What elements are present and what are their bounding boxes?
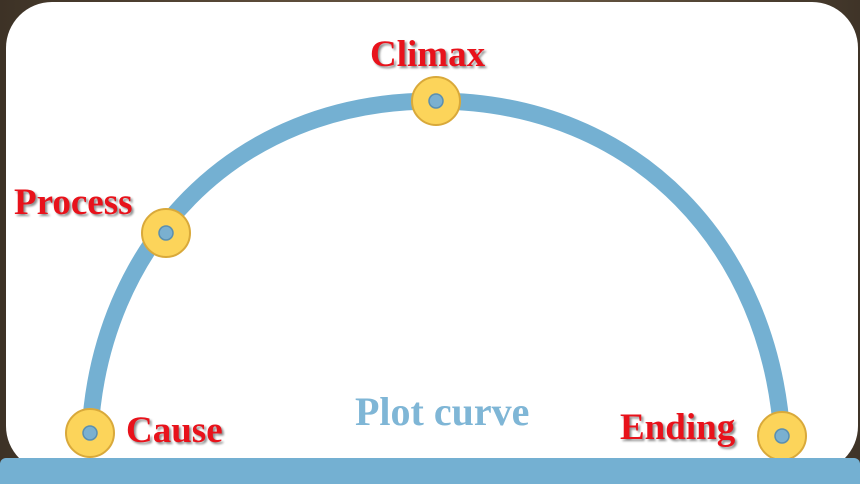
plot-curve-arc bbox=[81, 92, 791, 445]
stage-label-cause: Cause bbox=[126, 410, 223, 451]
stage-label-process: Process bbox=[14, 182, 133, 223]
baseline-bar bbox=[0, 458, 860, 484]
climax-node bbox=[411, 76, 461, 126]
stage-label-climax: Climax bbox=[370, 34, 486, 75]
cause-node bbox=[65, 408, 115, 458]
process-node bbox=[141, 208, 191, 258]
diagram-caption: Plot curve bbox=[355, 389, 530, 434]
ending-node bbox=[757, 411, 807, 461]
stage-label-ending: Ending bbox=[620, 407, 736, 448]
